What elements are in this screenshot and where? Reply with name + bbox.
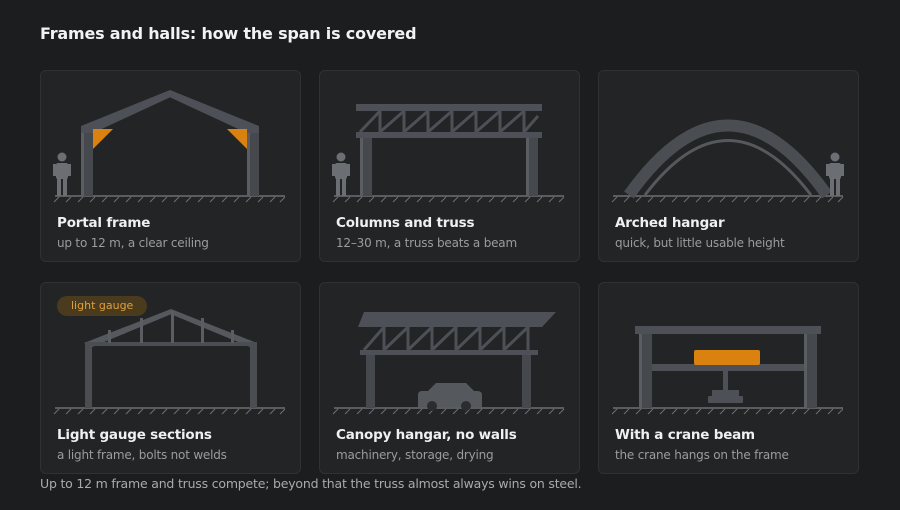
card-columns-truss: Columns and truss 12–30 m, a truss beats… — [319, 70, 580, 262]
card-portal-frame: Portal frame up to 12 m, a clear ceiling — [40, 70, 301, 262]
card-arched-hangar: Arched hangar quick, but little usable h… — [598, 70, 859, 262]
card-canopy-hangar: Canopy hangar, no walls machinery, stora… — [319, 282, 580, 474]
ground-hatch — [332, 195, 565, 203]
light-gauge-badge: light gauge — [57, 296, 148, 316]
crane-beam-illustration — [611, 326, 844, 415]
crane-hook-icon — [708, 371, 743, 403]
ground-hatch — [611, 407, 844, 415]
card-light-gauge: light gauge Light gauge sections a light… — [40, 282, 301, 474]
card-subtitle: a light frame, bolts not welds — [57, 448, 227, 462]
columns-truss-illustration — [332, 104, 565, 203]
light-gauge-illustration — [53, 309, 286, 415]
card-title: Portal frame — [57, 215, 151, 231]
card-title: Arched hangar — [615, 215, 725, 231]
portal-frame-illustration — [53, 90, 286, 203]
canopy-hangar-illustration — [332, 312, 565, 415]
person-icon — [332, 152, 350, 196]
card-subtitle: 12–30 m, a truss beats a beam — [336, 236, 517, 250]
ground-hatch — [53, 407, 286, 415]
page-title: Frames and halls: how the span is covere… — [40, 24, 417, 43]
card-subtitle: machinery, storage, drying — [336, 448, 494, 462]
card-subtitle: quick, but little usable height — [615, 236, 785, 250]
card-subtitle: up to 12 m, a clear ceiling — [57, 236, 209, 250]
ground-hatch — [611, 195, 844, 203]
ground-hatch — [53, 195, 286, 203]
card-title: Light gauge sections — [57, 427, 212, 443]
card-title: Canopy hangar, no walls — [336, 427, 517, 443]
person-icon — [53, 152, 71, 196]
card-title: With a crane beam — [615, 427, 755, 443]
footer-note: Up to 12 m frame and truss compete; beyo… — [40, 476, 582, 491]
frame-types-grid: Portal frame up to 12 m, a clear ceiling — [40, 70, 860, 474]
arched-hangar-illustration — [611, 119, 844, 203]
person-icon — [826, 152, 844, 196]
card-title: Columns and truss — [336, 215, 475, 231]
ground-hatch — [332, 407, 565, 415]
car-icon — [418, 383, 482, 411]
card-crane-beam: With a crane beam the crane hangs on the… — [598, 282, 859, 474]
card-subtitle: the crane hangs on the frame — [615, 448, 789, 462]
